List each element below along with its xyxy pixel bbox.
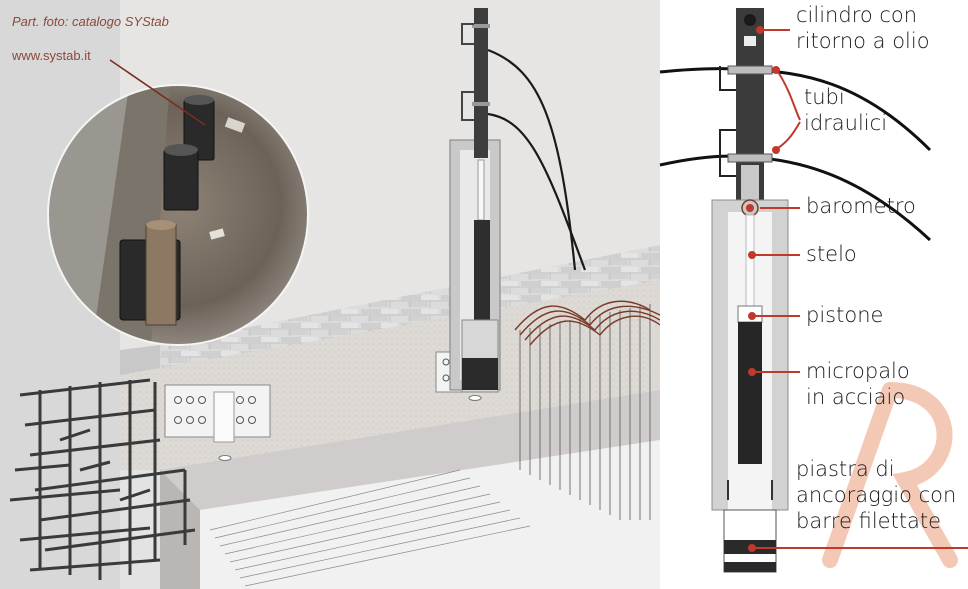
pile-lines	[519, 304, 651, 520]
label-hoses-line-2: idraulici	[804, 111, 888, 135]
label-hoses-line-1: tubi	[804, 85, 845, 109]
inset-photo-border	[47, 84, 309, 346]
label-hoses: tubi idraulici	[804, 84, 887, 136]
label-micropile-line-2: in acciaio	[806, 385, 906, 409]
photo-source-link[interactable]: www.systab.it	[12, 48, 91, 63]
callout-lines	[746, 26, 968, 552]
photo-pointer-line	[109, 59, 206, 126]
label-anchor-plate-line-1: piastra di	[796, 457, 895, 481]
label-piston: pistone	[806, 303, 884, 327]
label-micropile: micropalo in acciaio	[806, 358, 910, 410]
ground-plane	[200, 440, 660, 589]
hose-coils	[514, 300, 661, 346]
label-micropile-line-1: micropalo	[806, 359, 910, 383]
label-cylinder: cilindro con ritorno a olio	[796, 2, 930, 54]
label-anchor-plate: piastra di ancoraggio con barre filettat…	[796, 456, 956, 534]
label-stem: stelo	[806, 242, 857, 266]
label-cylinder-line-1: cilindro con	[796, 3, 918, 27]
photo-caption: Part. foto: catalogo SYStab	[12, 14, 169, 29]
hydraulic-jack-3d	[218, 8, 587, 461]
label-cylinder-line-2: ritorno a olio	[796, 29, 930, 53]
ground-hatch	[209, 469, 531, 587]
watermark-logo	[822, 382, 958, 568]
label-barometer: barometro	[806, 194, 916, 218]
anchor-plate-left	[164, 384, 271, 443]
rebar-cage	[9, 378, 196, 580]
label-anchor-plate-line-2: ancoraggio con	[796, 483, 957, 507]
jack-schematic	[659, 8, 932, 573]
label-anchor-plate-line-3: barre filettate	[796, 509, 942, 533]
